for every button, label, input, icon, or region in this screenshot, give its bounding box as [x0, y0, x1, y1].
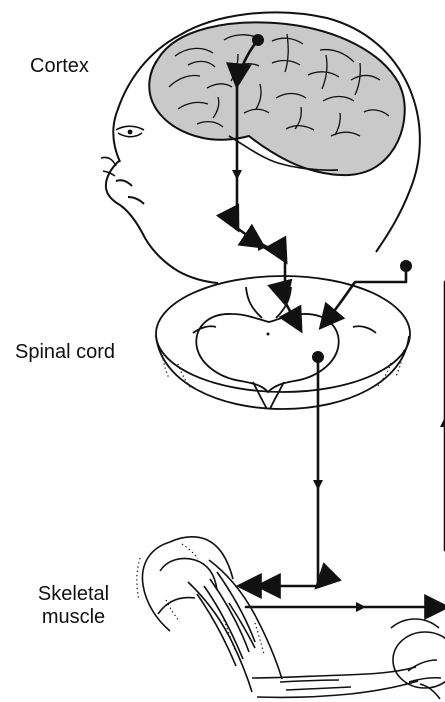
arrow-down-1 [232, 170, 242, 180]
spinal-neuron-body [313, 352, 324, 363]
cortex-neuron-body [253, 35, 264, 46]
skeletal-muscle-label: Skeletal muscle [26, 583, 121, 629]
face-details [101, 126, 144, 176]
spinal-cord-section [156, 276, 410, 409]
spinal-cord-label: Spinal cord [15, 341, 115, 364]
arrow-right-2 [356, 602, 366, 612]
cortex-label: Cortex [30, 55, 89, 78]
arrow-up-right-side [440, 417, 445, 427]
brain [149, 22, 404, 175]
skeletal-muscle-label-line1: Skeletal [26, 583, 121, 606]
sensory-return-pathway [322, 266, 406, 326]
arrow-down-2 [313, 480, 323, 490]
skeletal-muscle-label-line2: muscle [26, 606, 121, 629]
arm-illustration [137, 537, 445, 699]
sensory-neuron-body [401, 261, 412, 272]
